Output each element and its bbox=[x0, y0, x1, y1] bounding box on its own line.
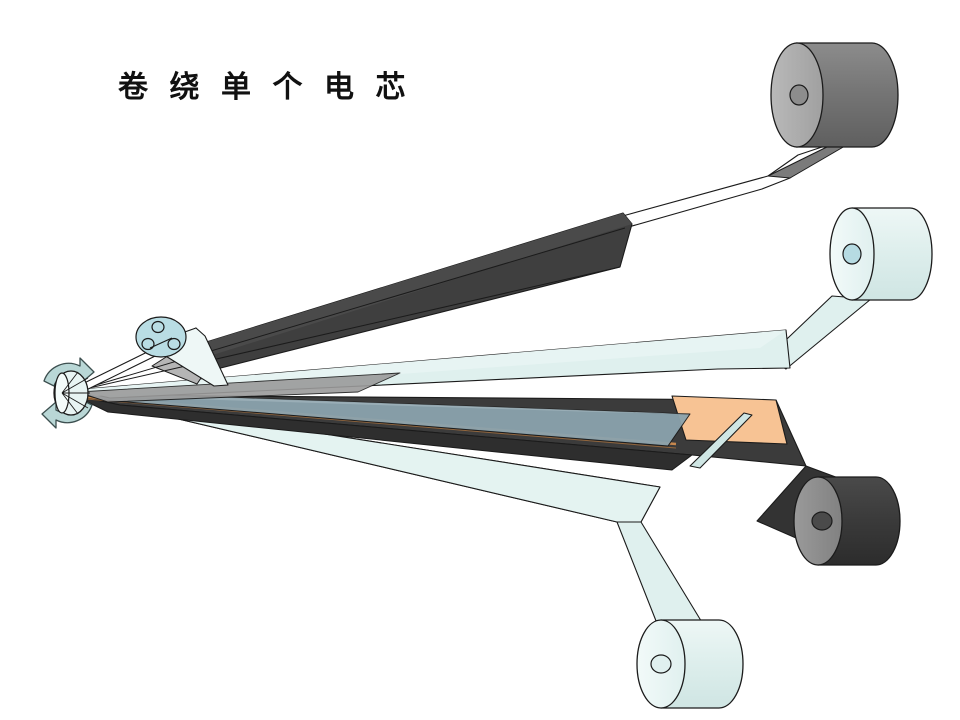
guide-roller-1[interactable] bbox=[151, 320, 165, 334]
guide-roller-2[interactable] bbox=[167, 337, 181, 351]
winding-mandrel[interactable] bbox=[41, 357, 95, 429]
cathode-web-secondary bbox=[77, 372, 401, 403]
separator-roll-right[interactable] bbox=[829, 207, 933, 301]
roll-core-hole bbox=[811, 511, 833, 531]
separator-web-upper bbox=[73, 295, 872, 399]
separator-roll-bottom[interactable] bbox=[636, 619, 744, 709]
page-title: 卷 绕 单 个 电 芯 bbox=[118, 71, 413, 104]
cathode-web-upper bbox=[75, 141, 846, 392]
roll-core-hole bbox=[842, 243, 862, 265]
roll-core-hole bbox=[789, 84, 809, 106]
guide-roller-3[interactable] bbox=[141, 337, 155, 351]
roll-core-hole bbox=[650, 654, 672, 674]
cathode-roll-top-right[interactable] bbox=[770, 42, 899, 148]
three-roller-guide[interactable] bbox=[69, 316, 229, 397]
anode-roll-bottom-right[interactable] bbox=[793, 476, 901, 566]
